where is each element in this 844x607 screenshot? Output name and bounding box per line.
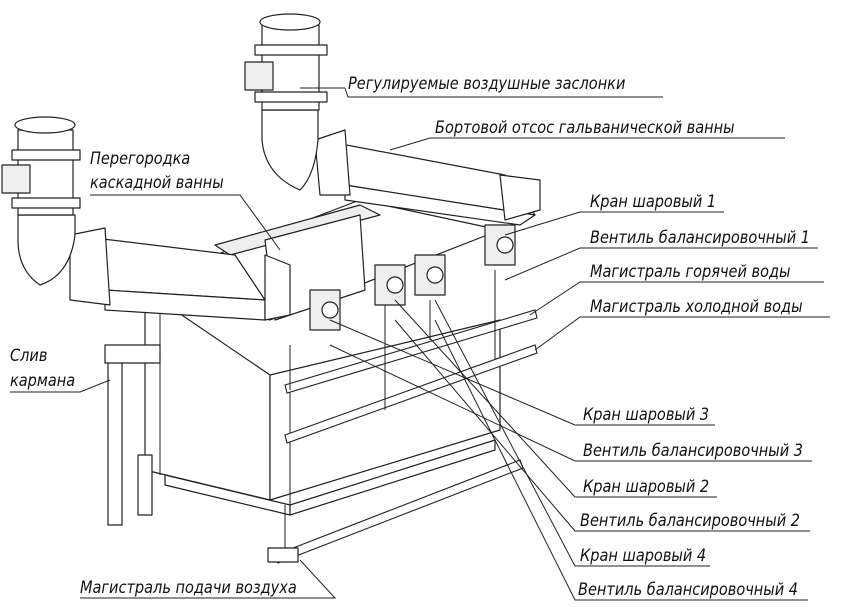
label-balancing-valve-3: Вентиль балансировочный 3 [583,441,804,460]
label-air-supply-main: Магистраль подачи воздуха [80,578,297,597]
valves [309,224,516,331]
label-balancing-valve-1: Вентиль балансировочный 1 [590,228,811,247]
label-ball-valve-3: Кран шаровый 3 [583,405,710,424]
water-mains [284,270,538,444]
label-ball-valve-4: Кран шаровый 4 [580,546,707,565]
label-drain-line2: кармана [10,371,76,390]
label-ball-valve-1: Кран шаровый 1 [590,192,717,211]
left-damper-pipe [1,116,81,286]
label-drain-line1: Слив [10,346,48,365]
label-balancing-valve-2: Вентиль балансировочный 2 [580,511,801,530]
label-hot-water-main: Магистраль горячей воды [590,262,791,281]
drain-pipe [104,344,161,526]
right-damper-pipe [244,13,328,191]
air-supply-main [267,459,524,564]
side-exhaust-ducts [69,129,541,321]
leader-lines [10,87,830,601]
label-partition-line2: каскадной ванны [90,173,224,192]
label-side-exhaust: Бортовой отсос гальванической ванны [435,118,735,137]
label-ball-valve-2: Кран шаровый 2 [583,477,710,496]
label-partition-line1: Перегородка [90,149,191,168]
label-cold-water-main: Магистраль холодной воды [590,297,803,316]
label-balancing-valve-4: Вентиль балансировочный 4 [578,580,799,599]
label-dampers: Регулируемые воздушные заслонки [348,74,626,93]
